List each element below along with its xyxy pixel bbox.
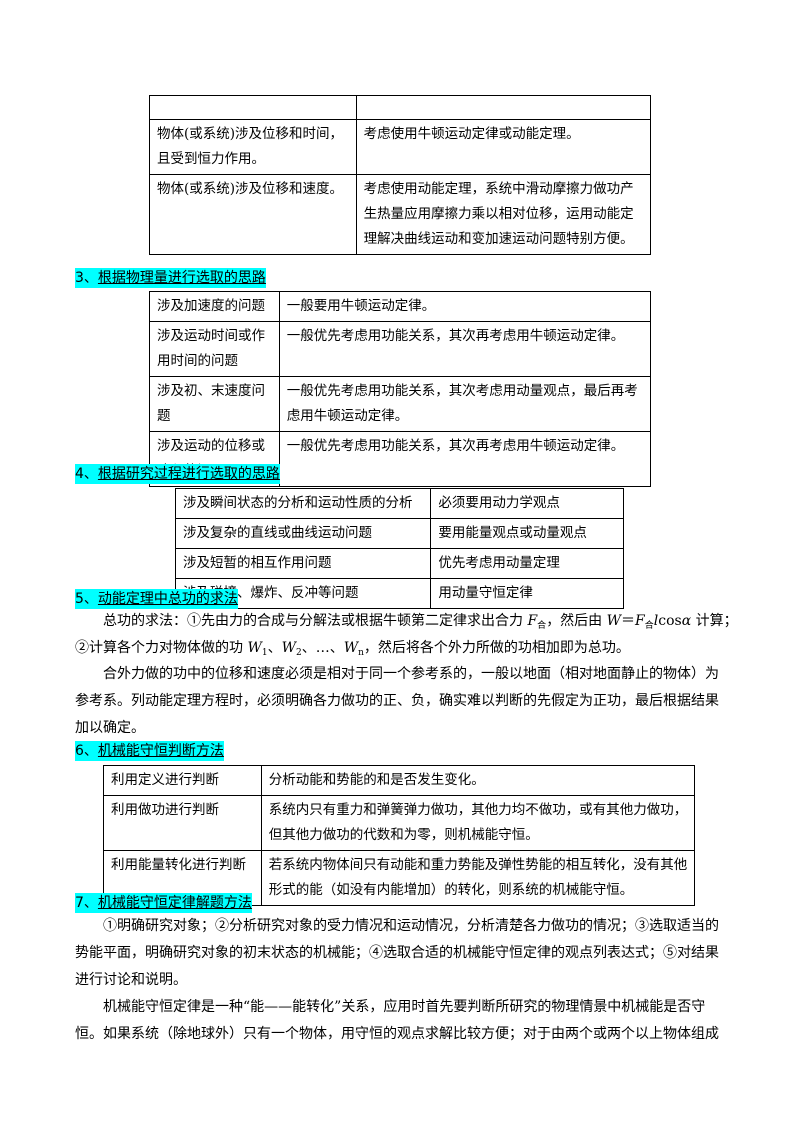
energy-conservation-table: 利用定义进行判断 分析动能和势能的和是否发生变化。 利用做功进行判断 系统内只有… [103, 765, 696, 906]
table-row: 涉及瞬间状态的分析和运动性质的分析 必须要用动力学观点 [174, 488, 624, 519]
symbol-alpha: α [681, 613, 692, 629]
table-row: 物体(或系统)涉及位移和速度。 考虑使用动能定理，系统中滑动摩擦力做功产生热量应… [149, 174, 652, 255]
heading-text: 动能定理中总功的求法 [97, 591, 238, 607]
section-heading-5: 5、动能定理中总功的求法 [75, 589, 238, 609]
table-cell: 涉及复杂的直线或曲线运动问题 [174, 518, 432, 549]
table-row: 涉及复杂的直线或曲线运动问题 要用能量观点或动量观点 [174, 518, 624, 549]
symbol-F: F [527, 613, 538, 629]
symbol-l: l [653, 613, 659, 629]
text-line: 合外力做的功中的位移和速度必须是相对于同一个参考系的，一般以地面（相对地面静止的… [103, 666, 719, 682]
heading-number: 6、 [75, 743, 98, 759]
table-cell: 利用做功进行判断 [103, 795, 262, 851]
table-cell: 考虑使用牛顿运动定律或动能定理。 [355, 119, 652, 175]
section-heading-6: 6、机械能守恒判断方法 [75, 741, 224, 761]
table-cell [149, 95, 357, 120]
solving-method-paragraph: ①明确研究对象；②分析研究对象的受力情况和运动情况，分析清楚各力做功的情况；③选… [75, 913, 730, 994]
text-line: 总功的求法：①先由力的合成与分解法或根据牛顿第二定律求出合力 F合，然后由 W＝… [75, 608, 738, 635]
text-line: 机械能守恒定律是一种“能——能转化”关系，应用时首先要判断所研究的物理情景中机械… [103, 999, 706, 1015]
text-run: 、…、 [301, 640, 344, 656]
table-cell: 一般优先考虑用功能关系，其次考虑用动量观点，最后再考虑用牛顿运动定律。 [278, 376, 652, 432]
text-run: 计算； [691, 613, 738, 629]
heading-text: 根据研究过程进行选取的思路 [97, 466, 280, 482]
method-table-top: 物体(或系统)涉及位移和时间，且受到恒力作用。 考虑使用牛顿运动定律或动能定理。… [149, 95, 652, 255]
table-row: 涉及加速度的问题 一般要用牛顿运动定律。 [149, 291, 652, 322]
subscript: 2 [295, 648, 302, 658]
subscript: 1 [261, 648, 268, 658]
subscript: n [358, 648, 364, 658]
table-cell: 物体(或系统)涉及位移和时间，且受到恒力作用。 [149, 119, 357, 175]
symbol-W: W [606, 613, 622, 629]
table-cell: 要用能量观点或动量观点 [430, 518, 624, 549]
table-cell: 系统内只有重力和弹簧弹力做功，其他力均不做功，或有其他力做功，但其他力做功的代数… [260, 795, 696, 851]
text-run: 、 [267, 640, 282, 656]
symbol-W: W [281, 640, 296, 656]
heading-number: 3、 [75, 270, 98, 286]
table-cell: 考虑使用动能定理，系统中滑动摩擦力做功产生热量应用摩擦力乘以相对位移，运用动能定… [355, 174, 652, 255]
symbol-F: F [635, 613, 645, 629]
heading-text: 机械能守恒定律解题方法 [97, 895, 252, 911]
table-cell: 物体(或系统)涉及位移和速度。 [149, 174, 357, 255]
heading-text: 机械能守恒判断方法 [97, 743, 224, 759]
table-cell [355, 95, 652, 120]
process-table: 涉及瞬间状态的分析和运动性质的分析 必须要用动力学观点 涉及复杂的直线或曲线运动… [174, 488, 624, 609]
reference-frame-paragraph: 合外力做的功中的位移和速度必须是相对于同一个参考系的，一般以地面（相对地面静止的… [75, 661, 730, 742]
table-row: 涉及碰撞、爆炸、反冲等问题 用动量守恒定律 [174, 578, 624, 609]
table-row: 涉及初、末速度问题 一般优先考虑用功能关系，其次考虑用动量观点，最后再考虑用牛顿… [149, 376, 652, 432]
cos-text: cos [658, 613, 682, 629]
text-run: ，然后由 [546, 613, 607, 629]
heading-text: 根据物理量进行选取的思路 [97, 270, 266, 286]
table-row: 利用定义进行判断 分析动能和势能的和是否发生变化。 [103, 765, 696, 796]
text-run: ②计算各个力对物体做的功 [75, 640, 248, 656]
heading-number: 7、 [75, 895, 98, 911]
table-cell: 若系统内物体间只有动能和重力势能及弹性势能的相互转化，没有其他形式的能（如没有内… [260, 850, 696, 906]
table-row: 利用做功进行判断 系统内只有重力和弹簧弹力做功，其他力均不做功，或有其他力做功，… [103, 795, 696, 851]
table-cell: 利用定义进行判断 [103, 765, 262, 796]
text-line: 参考系。列动能定理方程时，必须明确各力做功的正、负，确实难以判断的先假定为正功，… [75, 693, 719, 709]
subscript: 合 [644, 621, 654, 631]
equals-sign: ＝ [621, 613, 636, 629]
table-cell: 优先考虑用动量定理 [430, 548, 624, 579]
text-line: ②计算各个力对物体做的功 W1、W2、…、Wn，然后将各个外力所做的功相加即为总… [75, 635, 730, 662]
section-heading-3: 3、根据物理量进行选取的思路 [75, 268, 266, 288]
table-cell: 涉及运动时间或作用时间的问题 [149, 321, 280, 377]
text-line: 加以确定。 [75, 720, 145, 736]
table-row: 涉及运动时间或作用时间的问题 一般优先考虑用功能关系，其次再考虑用牛顿运动定律。 [149, 321, 652, 377]
table-cell: 分析动能和势能的和是否发生变化。 [260, 765, 696, 796]
table-row: 利用能量转化进行判断 若系统内物体间只有动能和重力势能及弹性势能的相互转化，没有… [103, 850, 696, 906]
text-line: 进行讨论和说明。 [75, 972, 187, 988]
table-row: 物体(或系统)涉及位移和时间，且受到恒力作用。 考虑使用牛顿运动定律或动能定理。 [149, 119, 652, 175]
symbol-W: W [247, 640, 262, 656]
heading-number: 4、 [75, 466, 98, 482]
text-run: 总功的求法：①先由力的合成与分解法或根据牛顿第二定律求出合力 [103, 613, 528, 629]
symbol-W: W [343, 640, 359, 656]
text-line: ①明确研究对象；②分析研究对象的受力情况和运动情况，分析清楚各力做功的情况；③选… [103, 918, 719, 934]
energy-conversion-paragraph: 机械能守恒定律是一种“能——能转化”关系，应用时首先要判断所研究的物理情景中机械… [75, 994, 730, 1048]
table-cell: 一般优先考虑用功能关系，其次再考虑用牛顿运动定律。 [278, 321, 652, 377]
table-row [149, 95, 652, 120]
table-cell: 一般要用牛顿运动定律。 [278, 291, 652, 322]
table-cell: 涉及短暂的相互作用问题 [174, 548, 432, 579]
table-cell: 涉及瞬间状态的分析和运动性质的分析 [174, 488, 432, 519]
table-cell: 涉及初、末速度问题 [149, 376, 280, 432]
text-line: 恒。如果系统（除地球外）只有一个物体，用守恒的观点求解比较方便；对于由两个或两个… [75, 1026, 719, 1042]
heading-number: 5、 [75, 591, 98, 607]
table-cell: 必须要用动力学观点 [430, 488, 624, 519]
table-row: 涉及短暂的相互作用问题 优先考虑用动量定理 [174, 548, 624, 579]
section-heading-4: 4、根据研究过程进行选取的思路 [75, 464, 280, 484]
text-line: 势能平面，明确研究对象的初末状态的机械能；④选取合适的机械能守恒定律的观点列表达… [75, 945, 719, 961]
table-cell: 涉及加速度的问题 [149, 291, 280, 322]
total-work-paragraph: 总功的求法：①先由力的合成与分解法或根据牛顿第二定律求出合力 F合，然后由 W＝… [75, 608, 738, 662]
table-cell: 一般优先考虑用功能关系，其次再考虑用牛顿运动定律。 [278, 431, 652, 487]
physical-quantity-table: 涉及加速度的问题 一般要用牛顿运动定律。 涉及运动时间或作用时间的问题 一般优先… [149, 291, 652, 487]
section-heading-7: 7、机械能守恒定律解题方法 [75, 893, 252, 913]
subscript: 合 [537, 621, 547, 631]
text-run: ，然后将各个外力所做的功相加即为总功。 [363, 640, 630, 656]
table-cell: 用动量守恒定律 [430, 578, 624, 609]
